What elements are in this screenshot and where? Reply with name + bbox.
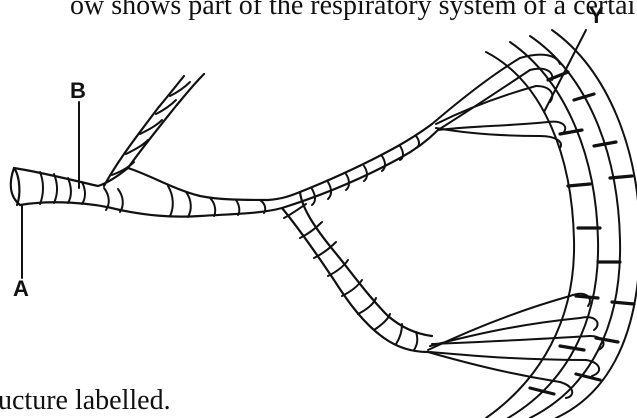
label-a: A [13, 278, 29, 300]
upper-bronchus [282, 124, 438, 208]
label-y: Y [589, 5, 604, 27]
upper-gill-filaments [432, 55, 565, 148]
question-footer-text: ucture labelled. [0, 384, 171, 418]
lower-bronchus [282, 192, 432, 352]
upper-side-branch [104, 74, 204, 186]
label-leaders [22, 30, 586, 278]
label-b: B [70, 80, 86, 102]
